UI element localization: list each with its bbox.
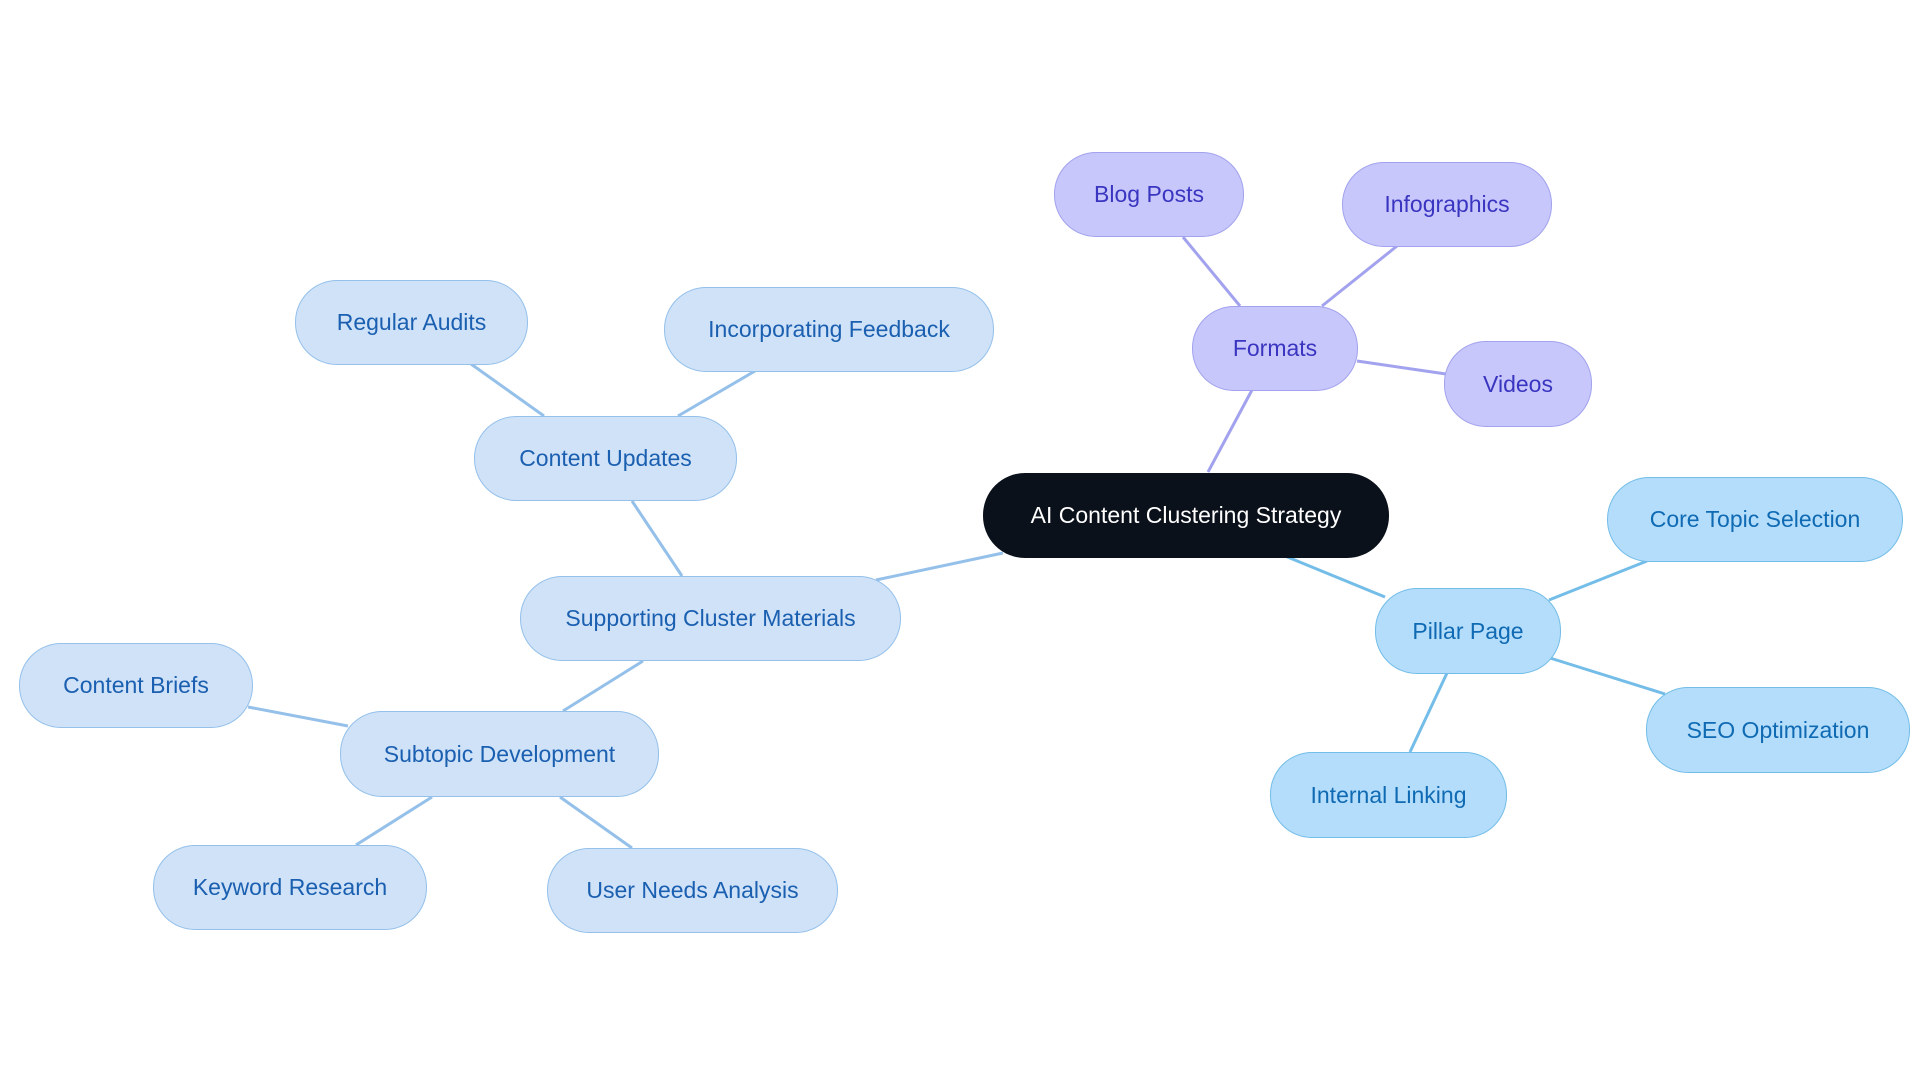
- connector-pillar-internal: [1408, 672, 1449, 753]
- node-incorporating-feedback: Incorporating Feedback: [664, 287, 994, 372]
- node-supporting-cluster-materials: Supporting Cluster Materials: [520, 576, 901, 661]
- node-videos: Videos: [1444, 341, 1592, 427]
- node-core-topic-selection: Core Topic Selection: [1607, 477, 1903, 562]
- node-content-updates: Content Updates: [474, 416, 737, 501]
- connector-root-pillar: [1284, 554, 1386, 599]
- connector-formats-blog: [1181, 236, 1242, 307]
- node-blog-posts: Blog Posts: [1054, 152, 1244, 237]
- node-user-needs-analysis: User Needs Analysis: [547, 848, 838, 933]
- connector-root-formats: [1206, 389, 1254, 473]
- node-infographics: Infographics: [1342, 162, 1552, 247]
- connector-pillar-seo: [1549, 656, 1666, 696]
- connector-formats-infographics: [1321, 244, 1398, 308]
- connector-subtopic-briefs: [247, 705, 349, 728]
- node-keyword-research: Keyword Research: [153, 845, 427, 930]
- connector-root-supporting: [875, 551, 1004, 582]
- connector-formats-videos: [1356, 359, 1447, 376]
- connector-pillar-core: [1548, 559, 1648, 602]
- connector-supporting-content-updates: [630, 500, 684, 577]
- connector-content-updates-audits: [470, 362, 545, 418]
- node-pillar-page: Pillar Page: [1375, 588, 1561, 674]
- node-content-briefs: Content Briefs: [19, 643, 253, 728]
- node-internal-linking: Internal Linking: [1270, 752, 1507, 838]
- node-seo-optimization: SEO Optimization: [1646, 687, 1910, 773]
- connector-supporting-subtopic: [562, 659, 644, 713]
- connector-content-updates-feedback: [677, 369, 756, 418]
- connector-subtopic-keyword: [355, 795, 433, 847]
- node-formats: Formats: [1192, 306, 1358, 391]
- node-subtopic-development: Subtopic Development: [340, 711, 659, 797]
- node-regular-audits: Regular Audits: [295, 280, 528, 365]
- root-node: AI Content Clustering Strategy: [983, 473, 1389, 558]
- connector-subtopic-user-needs: [559, 795, 633, 850]
